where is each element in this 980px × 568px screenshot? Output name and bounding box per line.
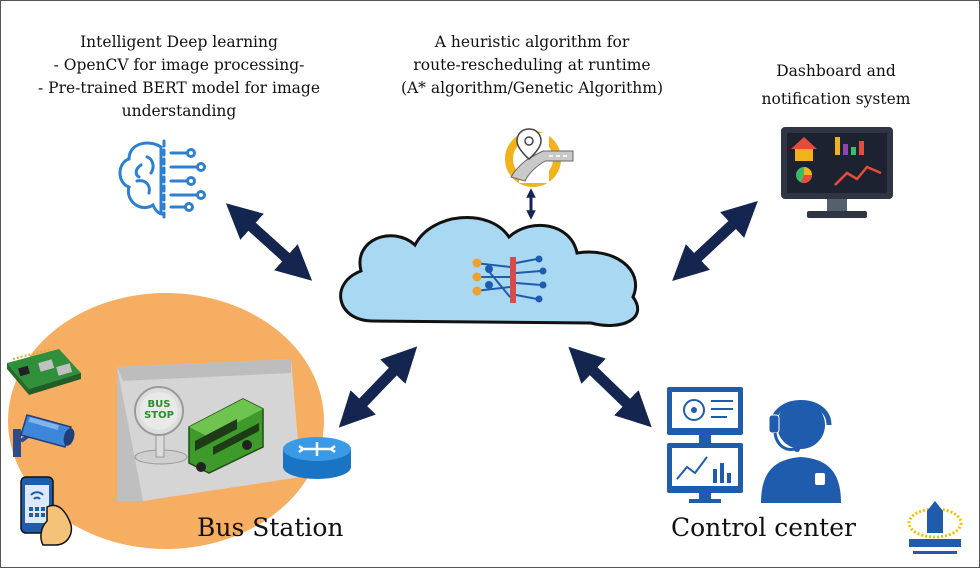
heuristic-line-2: route-rescheduling at runtime [413,56,651,74]
bus-stop-sign-line-1: BUS [147,399,171,410]
brain-icon [118,139,206,219]
raspberry-pi-icon [7,348,81,395]
deep-learning-line-1: Intelligent Deep learning [80,33,278,51]
arrow-control-cloud [568,346,652,428]
heuristic-line-3: (A* algorithm/Genetic Algorithm) [400,79,664,97]
arrow-dashboard-cloud [672,200,758,282]
deep-learning-text: Intelligent Deep learning - OpenCV for i… [27,31,331,123]
university-logo [907,501,963,554]
bus-icon [188,398,264,474]
dashboard-line-1: Dashboard and [776,62,896,80]
dashboard-line-2: notification system [761,90,911,108]
deep-learning-line-3: - Pre-trained BERT model for image [37,79,321,97]
route-icon [505,128,574,187]
arrow-ai-cloud [225,203,313,281]
bus-station-label: Bus Station [197,513,344,542]
bus-stop-sign-line-2: STOP [144,410,174,421]
control-center-label: Control center [671,513,856,542]
mobile-phone-icon [20,476,73,546]
deep-learning-line-4: understanding [121,102,237,120]
dashboard-text: Dashboard and notification system [743,57,929,113]
arrow-station-cloud [338,346,418,428]
dashboard-monitor-icon [781,127,893,218]
cctv-camera-icon [13,414,75,457]
router-icon [283,437,351,479]
neural-network-icon [472,255,547,303]
deep-learning-line-2: - OpenCV for image processing- [53,56,305,74]
bus-stop-sign: BUS STOP [139,399,179,421]
control-monitors-icon [667,387,743,503]
heuristic-text: A heuristic algorithm for route-reschedu… [379,31,685,100]
heuristic-line-1: A heuristic algorithm for [434,33,630,51]
operator-icon [761,400,841,503]
